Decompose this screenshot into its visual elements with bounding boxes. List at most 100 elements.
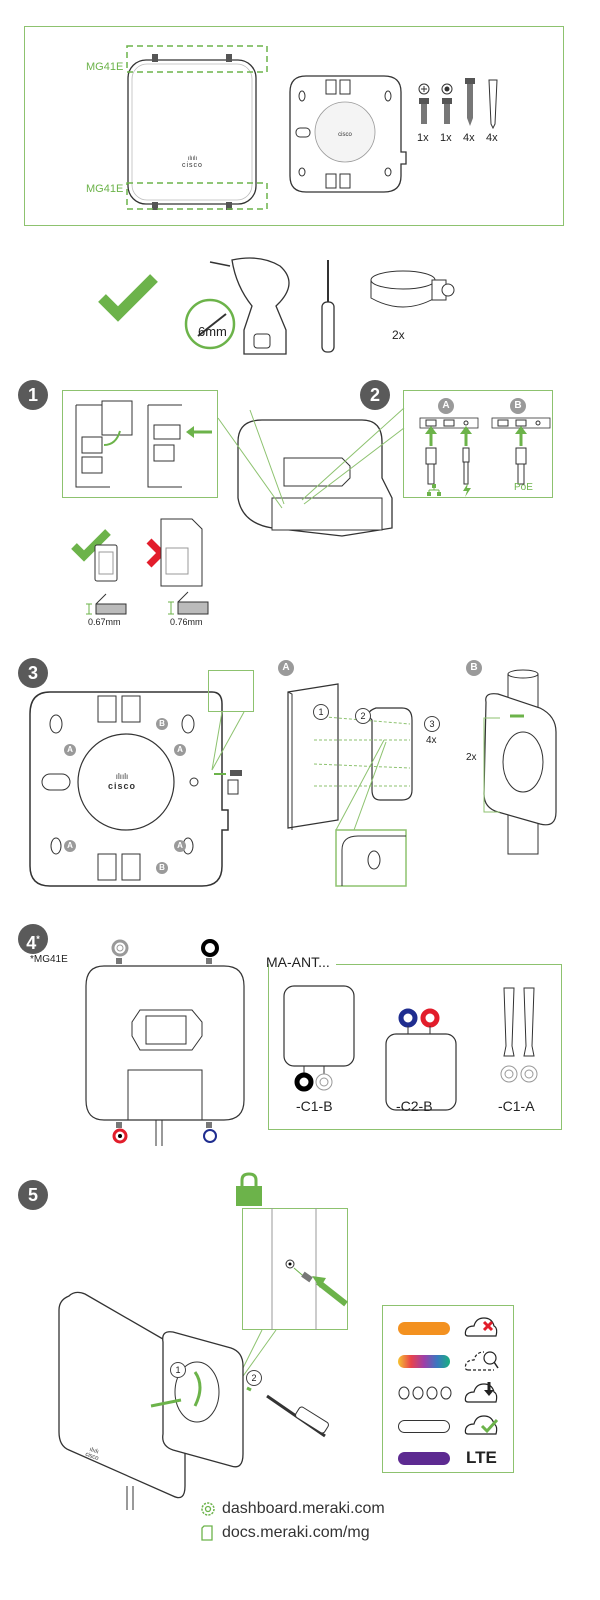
phillips-head-icon — [418, 83, 430, 95]
nano-sim-icon — [94, 544, 118, 582]
torx-screw-icon — [442, 98, 452, 124]
lte-status-label: LTE — [466, 1448, 497, 1467]
torx-screw-qty: 1x — [440, 132, 452, 144]
option-a-ports — [419, 417, 479, 485]
step-4-superscript: * — [36, 934, 40, 944]
dashboard-link[interactable]: dashboard.meraki.com — [200, 1500, 385, 1518]
antenna-c1-a — [500, 987, 538, 1083]
torx-head-icon — [441, 83, 453, 95]
document-icon — [201, 1525, 213, 1541]
model-label-bottom: MG41E — [86, 183, 124, 195]
lock-icon — [236, 1172, 262, 1206]
pipe-clamp-icon — [370, 270, 455, 308]
lock-screw-detail — [233, 1208, 348, 1387]
antenna-prefix-label: MA-ANT... — [266, 954, 330, 970]
wood-screw-qty: 4x — [463, 132, 475, 144]
bracket-detail-illustration — [29, 691, 229, 887]
wall-step-2: 2 — [355, 708, 371, 724]
slot-b-badge: B — [156, 718, 168, 730]
docs-link[interactable]: docs.meraki.com/mg — [200, 1524, 370, 1542]
led-orange — [398, 1322, 450, 1335]
option-b-badge: B — [510, 398, 526, 414]
wall-mount-option-badge: A — [278, 660, 294, 676]
pole-mount-option-badge: B — [466, 660, 482, 676]
cloud-download-icon — [464, 1382, 498, 1403]
pole-mount-illustration — [483, 669, 557, 855]
screw-removal-icon — [211, 711, 245, 795]
model-label-top: MG41E — [86, 61, 124, 73]
step-4-badge: 4* — [18, 924, 48, 954]
screwdriver-icon — [321, 260, 335, 353]
sim-slot-after — [147, 404, 212, 488]
connector-black — [294, 1072, 314, 1092]
slot-b-badge: B — [156, 862, 168, 874]
wall-step-3: 3 — [424, 716, 440, 732]
connector-red — [420, 1008, 440, 1028]
slot-a-badge: A — [64, 744, 76, 756]
clamp-qty: 2x — [392, 328, 405, 342]
docs-link-text[interactable]: docs.meraki.com/mg — [222, 1524, 370, 1541]
cisco-logo-text: cisco — [182, 162, 203, 169]
phillips-screw-qty: 1x — [417, 132, 429, 144]
sim-thickness-ok — [86, 593, 127, 615]
bracket-cisco-logo-text: cisco — [108, 781, 137, 791]
slot-a-badge: A — [64, 840, 76, 852]
wall-anchor-icon — [488, 79, 498, 130]
cloud-ok-icon — [464, 1415, 499, 1435]
dashboard-link-text[interactable]: dashboard.meraki.com — [222, 1500, 385, 1517]
led-white — [398, 1420, 450, 1433]
antenna-c1-b — [283, 985, 355, 1074]
led-purple — [398, 1452, 450, 1465]
checkmark-icon — [98, 274, 158, 322]
power-bolt-icon — [463, 483, 471, 497]
drill-bit-size: 6mm — [198, 324, 227, 339]
led-status-legend — [382, 1305, 514, 1473]
gear-icon — [201, 1502, 215, 1516]
antenna-c2-b — [385, 1026, 457, 1111]
mount-step-2: 2 — [246, 1370, 262, 1386]
antenna-port-highlight-bottom — [126, 182, 268, 210]
connector-blue — [398, 1008, 418, 1028]
sim-correct-check-icon — [71, 529, 111, 562]
slot-a-badge: A — [174, 840, 186, 852]
antenna-options-panel — [268, 964, 562, 1130]
cloud-searching-icon — [464, 1351, 499, 1371]
screw-detail-callout — [208, 670, 254, 712]
micro-sim-icon — [160, 518, 203, 587]
phillips-screw-icon — [419, 98, 429, 124]
step-4-number: 4 — [26, 933, 37, 953]
wall-screw-qty: 4x — [426, 735, 437, 746]
poe-label: PoE — [514, 482, 533, 493]
sim-ok-thickness: 0.67mm — [88, 617, 121, 627]
antenna-c1-a-label: -C1-A — [498, 1098, 535, 1114]
box-contents-panel — [24, 26, 564, 226]
mount-step-1: 1 — [170, 1362, 186, 1378]
step-3-badge: 3 — [18, 658, 48, 688]
step-2-badge: 2 — [360, 380, 390, 410]
step-1-badge: 1 — [18, 380, 48, 410]
antenna-panel-top-border — [336, 964, 562, 965]
step-5-badge: 5 — [18, 1180, 48, 1210]
connector-white — [315, 1073, 333, 1091]
sim-bad-thickness: 0.76mm — [170, 617, 203, 627]
antenna-c2-b-label: -C2-B — [396, 1098, 433, 1114]
device-mounting-illustration — [58, 1291, 329, 1510]
mounting-bracket-illustration: cisco — [289, 75, 407, 193]
lock-screw-callout — [242, 1208, 348, 1330]
led-rainbow — [398, 1355, 450, 1368]
antenna-c1-b-label: -C1-B — [296, 1098, 333, 1114]
drill-icon — [184, 257, 290, 355]
wall-mount-illustration — [287, 683, 413, 887]
network-icon — [427, 484, 441, 496]
pole-strap-qty: 2x — [466, 752, 477, 763]
cloud-error-icon — [464, 1317, 498, 1337]
wood-screw-icon — [465, 78, 475, 126]
slot-a-badge: A — [174, 744, 186, 756]
led-dots-off — [398, 1386, 452, 1400]
device-ports-illustration — [217, 407, 405, 537]
step-4-note: *MG41E — [30, 954, 68, 965]
wall-anchor-qty: 4x — [486, 132, 498, 144]
antenna-port-highlight-top — [126, 45, 268, 73]
